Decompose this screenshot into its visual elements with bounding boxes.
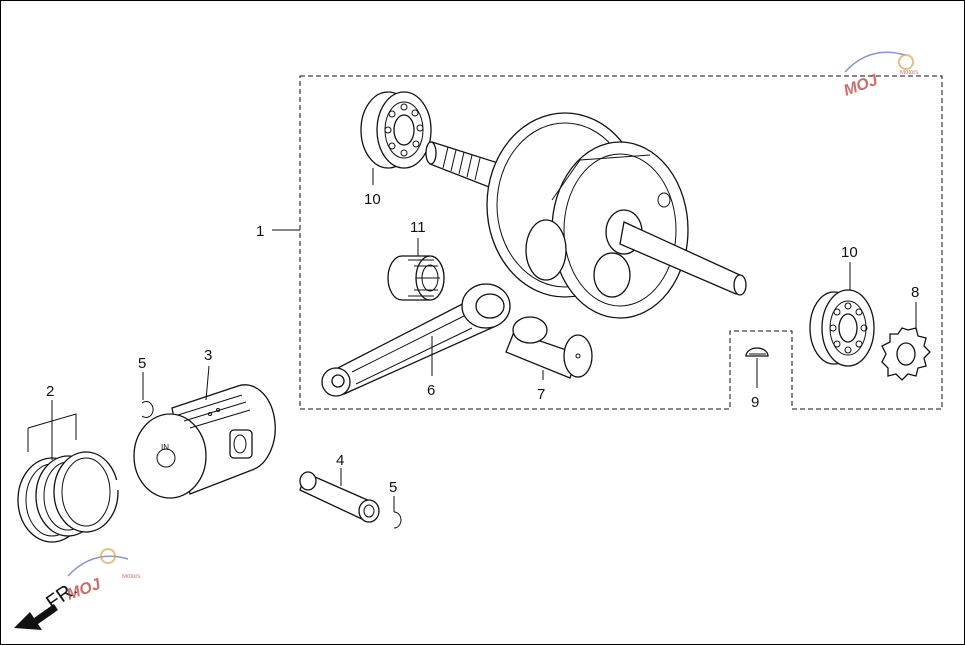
- connecting-rod: [321, 283, 511, 397]
- callout-7: 7: [537, 386, 545, 403]
- crank-pin: [505, 316, 593, 379]
- gear-icon: [898, 54, 914, 70]
- callout-1: 1: [256, 223, 264, 240]
- callout-11: 11: [410, 219, 426, 236]
- gear-icon-2: [100, 548, 116, 564]
- bearing-right: [809, 289, 875, 367]
- callout-10-top: 10: [364, 191, 381, 208]
- timing-sprocket: [881, 327, 931, 381]
- crankshaft: [425, 112, 747, 319]
- callout-10-right: 10: [841, 244, 858, 261]
- watermark-bottom-left: MOJ Motors: [65, 548, 140, 604]
- woodruff-key: [745, 347, 769, 357]
- callout-3: 3: [204, 347, 212, 364]
- needle-bearing: [387, 255, 445, 301]
- circlip-left: [141, 401, 154, 418]
- bearing-top: [360, 91, 432, 169]
- piston-in-marking: IN: [161, 443, 169, 452]
- leader-lines: [51, 168, 917, 512]
- piston-pin: [299, 471, 380, 523]
- piston: [133, 384, 276, 499]
- circlip-right: [393, 511, 402, 529]
- callout-6: 6: [427, 382, 435, 399]
- watermark-subtext: Motors: [900, 70, 918, 76]
- callout-5-left: 5: [138, 355, 146, 372]
- crankshaft-assembly-boundary: [299, 75, 943, 410]
- watermark-subtext-2: Motors: [122, 574, 140, 580]
- callout-9: 9: [751, 394, 759, 411]
- piston-rings: [17, 413, 120, 543]
- callout-8: 8: [911, 284, 919, 301]
- watermark-text-2: MOJ: [65, 576, 104, 604]
- callout-5-right: 5: [389, 479, 397, 496]
- callout-2: 2: [46, 383, 54, 400]
- front-arrow-icon: [14, 604, 58, 630]
- callout-4: 4: [336, 452, 344, 469]
